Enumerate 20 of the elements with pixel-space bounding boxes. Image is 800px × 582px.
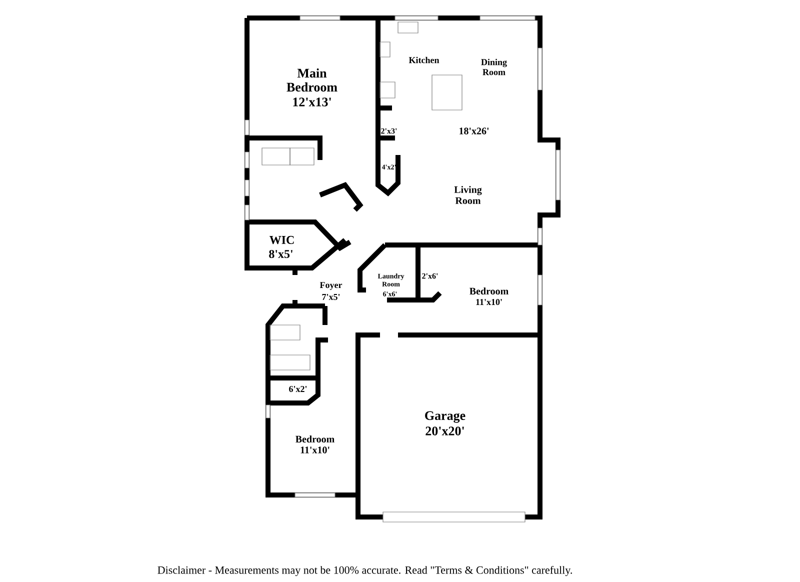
room-label: Kitchen [408, 56, 440, 64]
room-label: Foyer [320, 282, 342, 290]
dimension-label: 11'x10' [476, 298, 502, 306]
dimension-label: 6'x2' [289, 386, 307, 392]
room-label: WIC [270, 236, 294, 244]
dimension-label: 12'x13' [293, 98, 331, 106]
room-label: Main Bedroom [286, 68, 338, 92]
dimension-label: 2'x3' [381, 128, 397, 134]
disclaimer-text: Disclaimer - Measurements may not be 100% accurate. Read "Terms & Conditions" carefully. [158, 566, 572, 576]
room-label: Garage [425, 411, 466, 423]
room-label: Bedroom [470, 287, 508, 295]
room-label: Living Room [454, 186, 482, 204]
room-label: Bedroom [296, 435, 334, 443]
dimension-label: 7'x5' [322, 294, 340, 300]
room-label: Dining Room [481, 58, 507, 76]
dimension-label: 2'x6' [422, 273, 438, 279]
dimension-label: 8'x5' [269, 250, 292, 258]
dimension-label: 11'x10' [300, 446, 330, 454]
dimension-label: 20'x20' [426, 426, 464, 436]
dimension-label: 18'x26' [460, 128, 489, 134]
